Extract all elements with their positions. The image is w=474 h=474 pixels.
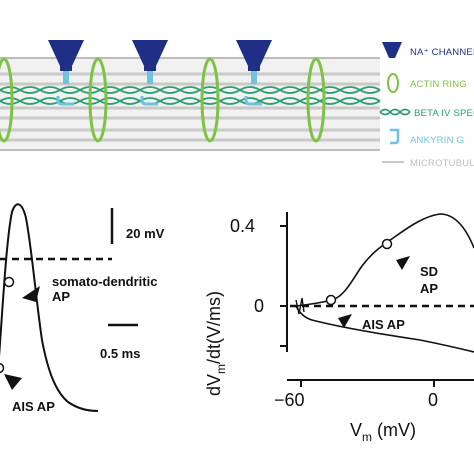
legend: NA⁺ CHANNEL ACTIN RING BETA IV SPECTRIN … <box>379 42 474 169</box>
sd-ap-arrow <box>22 286 40 302</box>
beta-iv-spectrin <box>0 86 381 105</box>
actin-ring <box>88 57 108 143</box>
x-axis-label: Vm (mV) <box>350 420 416 444</box>
ais-ap-arrow <box>4 374 22 390</box>
sd-ap-phase-label: SD <box>420 264 438 279</box>
actin-ring <box>0 57 14 143</box>
ap-panel: 20 mV 0.5 ms somato-dendritic AP AIS AP <box>0 203 165 414</box>
na-channel-1 <box>48 40 84 106</box>
actin-ring <box>200 57 220 143</box>
sd-ap-phase-label-line2: AP <box>420 281 438 296</box>
sd-ap-marker <box>3 276 15 288</box>
ais-ap-marker <box>0 362 5 374</box>
sd-ap-label: somato-dendritic <box>52 274 157 289</box>
phase-loop-notch <box>295 297 305 315</box>
ytick-0.4: 0.4 <box>230 216 255 236</box>
legend-beta-label: BETA IV SPECTRIN <box>414 108 474 119</box>
legend-ankyrin-label: ANKYRIN G <box>410 135 464 146</box>
legend-ankyrin: ANKYRIN G <box>390 128 464 146</box>
voltage-scale-label: 20 mV <box>126 226 165 241</box>
ais-schematic <box>0 40 381 151</box>
y-axis-label: dVm/dt(V/ms) <box>204 291 228 396</box>
sd-ap-phase-arrow <box>396 256 410 270</box>
actin-ring-icon <box>387 73 399 93</box>
actin-rings <box>0 57 326 143</box>
na-channel-3 <box>236 40 272 106</box>
ais-ap-phase-arrow <box>338 314 352 328</box>
phase-panel: 0.4 0 −60 0 dVm/dt(V/ms) Vm (mV) SD AP A… <box>204 212 474 444</box>
legend-microtubule: MICROTUBULE <box>382 158 474 169</box>
sd-ap-phase-marker <box>381 238 393 250</box>
legend-microtubule-label: MICROTUBULE <box>410 158 474 169</box>
ankyrin-icon <box>390 128 400 145</box>
actin-ring <box>306 57 326 143</box>
spectrin-icon <box>379 108 411 116</box>
phase-loop-lower <box>295 305 474 353</box>
legend-actin-label: ACTIN RING <box>410 79 467 90</box>
ytick-0: 0 <box>254 296 264 316</box>
legend-beta-iv: BETA IV SPECTRIN <box>379 108 474 119</box>
na-channel-icon <box>382 42 402 58</box>
ais-ap-phase-marker <box>325 294 337 306</box>
time-scale-label: 0.5 ms <box>100 346 140 361</box>
xtick-0: 0 <box>428 390 438 410</box>
phase-loop-upper <box>295 213 474 307</box>
ap-trace <box>0 203 99 412</box>
legend-na-channel: NA⁺ CHANNEL <box>382 42 474 58</box>
xtick-minus60: −60 <box>274 390 305 410</box>
ais-ap-label: AIS AP <box>12 399 55 414</box>
legend-actin-ring: ACTIN RING <box>387 73 467 93</box>
na-channel-2 <box>132 40 168 106</box>
sd-ap-label-line2: AP <box>52 289 70 304</box>
legend-na-label: NA⁺ CHANNEL <box>410 47 474 58</box>
ais-ap-phase-label: AIS AP <box>362 317 405 332</box>
